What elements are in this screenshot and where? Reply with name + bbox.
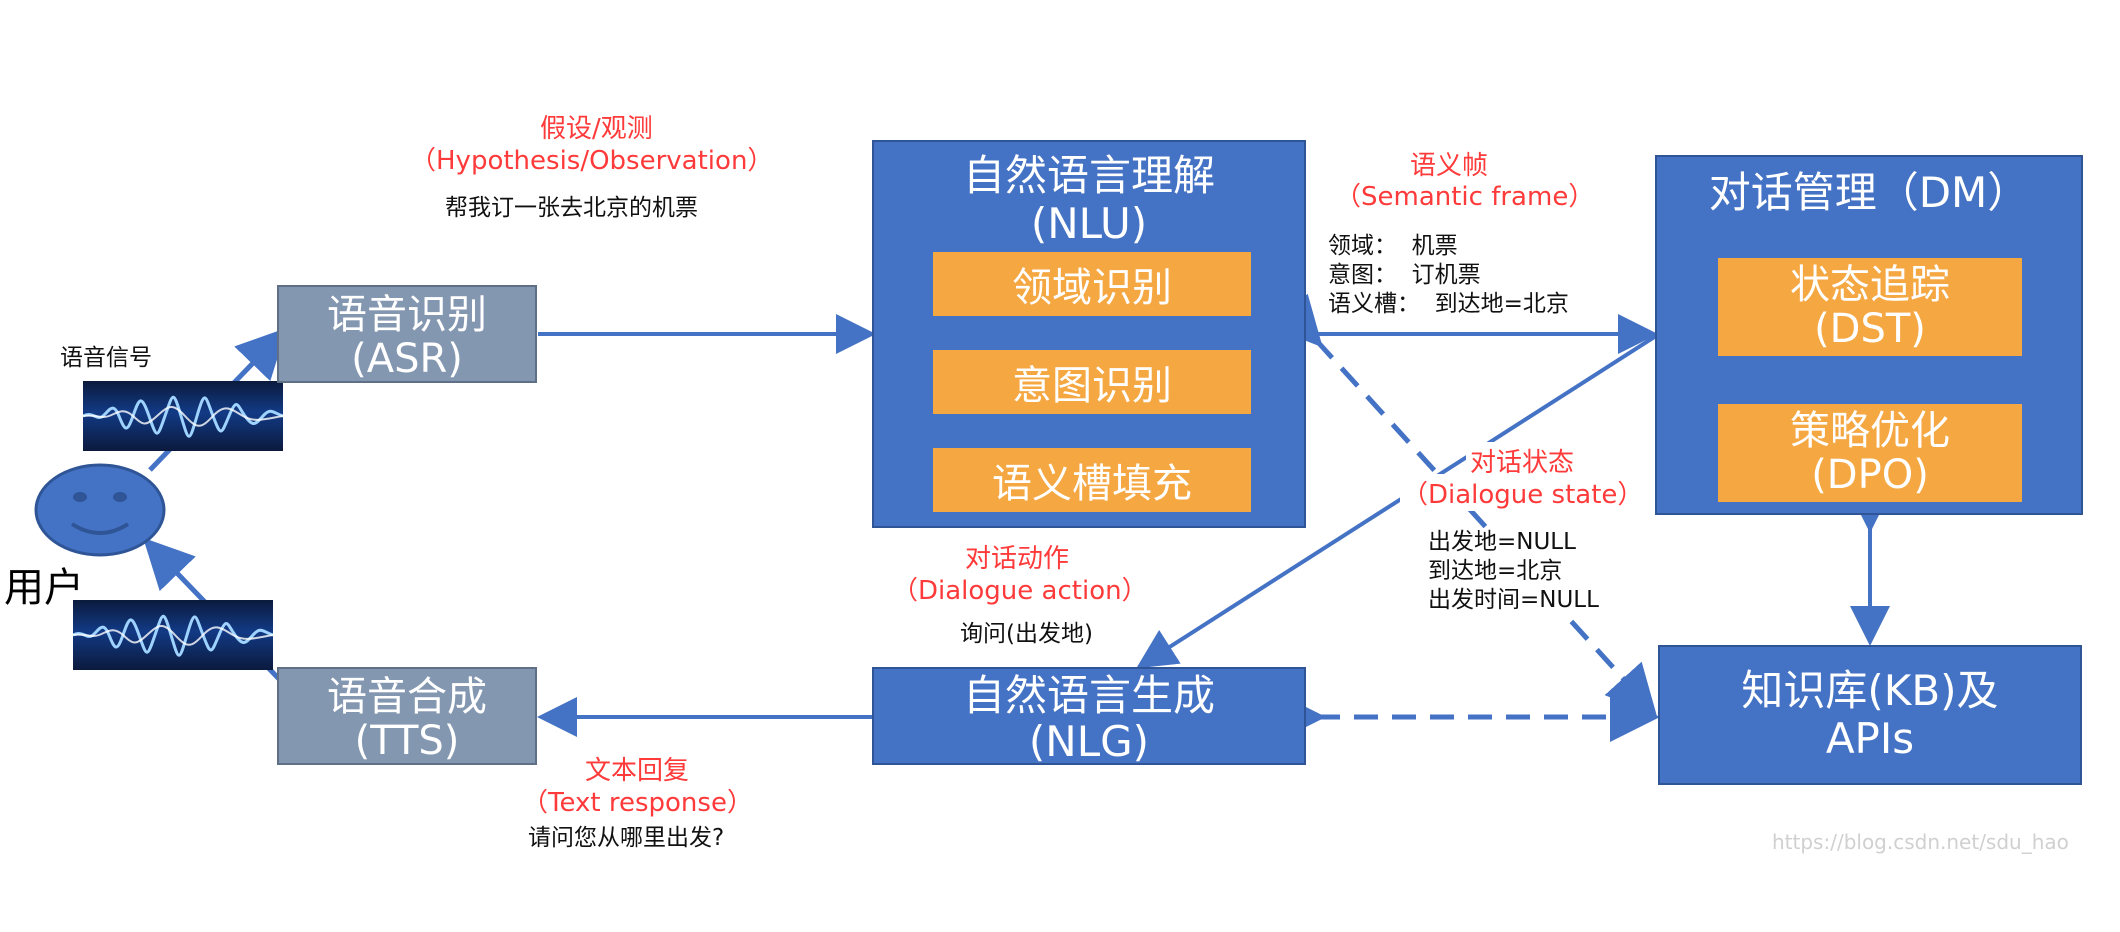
kb-subtitle: APIs xyxy=(1825,714,1915,763)
text-response-example: 请问您从哪里出发? xyxy=(528,825,725,851)
user-smiley-icon xyxy=(34,463,166,557)
dm-title: 对话管理（DM） xyxy=(1708,168,2030,217)
dialogue-state-title: 对话状态 xyxy=(1466,442,1579,479)
watermark: https://blog.csdn.net/sdu_hao xyxy=(1772,830,2069,854)
dpo-box: 策略优化 (DPO) xyxy=(1718,404,2022,502)
asr-box: 语音识别 (ASR) xyxy=(277,285,537,383)
dst-subtitle: (DST) xyxy=(1814,306,1926,352)
nlu-title: 自然语言理解 xyxy=(962,151,1215,200)
nlg-subtitle: (NLG) xyxy=(1028,717,1150,766)
user-label: 用户 xyxy=(4,565,84,611)
text-response-subtitle: （Text response） xyxy=(522,788,753,818)
dialogue-state-subtitle: （Dialogue state） xyxy=(1400,474,1646,511)
dst-box: 状态追踪 (DST) xyxy=(1718,258,2022,356)
arrow-nlu-kb-dashed xyxy=(1270,293,1657,716)
waveform-bottom-icon xyxy=(73,600,273,670)
asr-subtitle: (ASR) xyxy=(351,336,463,382)
dpo-subtitle: (DPO) xyxy=(1811,452,1929,498)
hypothesis-example: 帮我订一张去北京的机票 xyxy=(445,195,698,221)
dialogue-action-example: 询问(出发地) xyxy=(960,621,1093,647)
nlu-subtitle: (NLU) xyxy=(1030,199,1148,248)
nlg-title: 自然语言生成 xyxy=(962,671,1215,720)
nlu-step-slot-filling: 语义槽填充 xyxy=(933,448,1251,512)
tts-title: 语音合成 xyxy=(327,674,487,720)
kb-title: 知识库(KB)及 xyxy=(1741,666,1999,715)
nlu-step-intent: 意图识别 xyxy=(933,350,1251,414)
tts-subtitle: (TTS) xyxy=(354,718,460,764)
asr-title: 语音识别 xyxy=(327,292,487,338)
tts-box: 语音合成 (TTS) xyxy=(277,667,537,765)
dialogue-action-subtitle: （Dialogue action） xyxy=(892,576,1148,606)
hypothesis-title: 假设/观测 xyxy=(540,114,653,144)
dialogue-state-example: 出发地=NULL 到达地=北京 出发时间=NULL xyxy=(1428,528,1599,615)
semantic-frame-example: 领域： 机票 意图： 订机票 语义槽： 到达地=北京 xyxy=(1328,233,1569,317)
dpo-title: 策略优化 xyxy=(1790,408,1950,454)
kb-box: 知识库(KB)及 APIs xyxy=(1658,645,2082,785)
dialogue-action-title: 对话动作 xyxy=(965,544,1070,574)
nlg-box: 自然语言生成 (NLG) xyxy=(872,667,1306,765)
voice-signal-label: 语音信号 xyxy=(60,345,152,371)
semantic-frame-title: 语义帧 xyxy=(1410,151,1489,181)
hypothesis-subtitle: （Hypothesis/Observation） xyxy=(410,146,774,176)
text-response-title: 文本回复 xyxy=(585,756,690,786)
nlu-step-domain: 领域识别 xyxy=(933,252,1251,316)
dst-title: 状态追踪 xyxy=(1790,262,1950,308)
semantic-frame-subtitle: （Semantic frame） xyxy=(1335,182,1595,212)
waveform-top-icon xyxy=(83,381,283,451)
